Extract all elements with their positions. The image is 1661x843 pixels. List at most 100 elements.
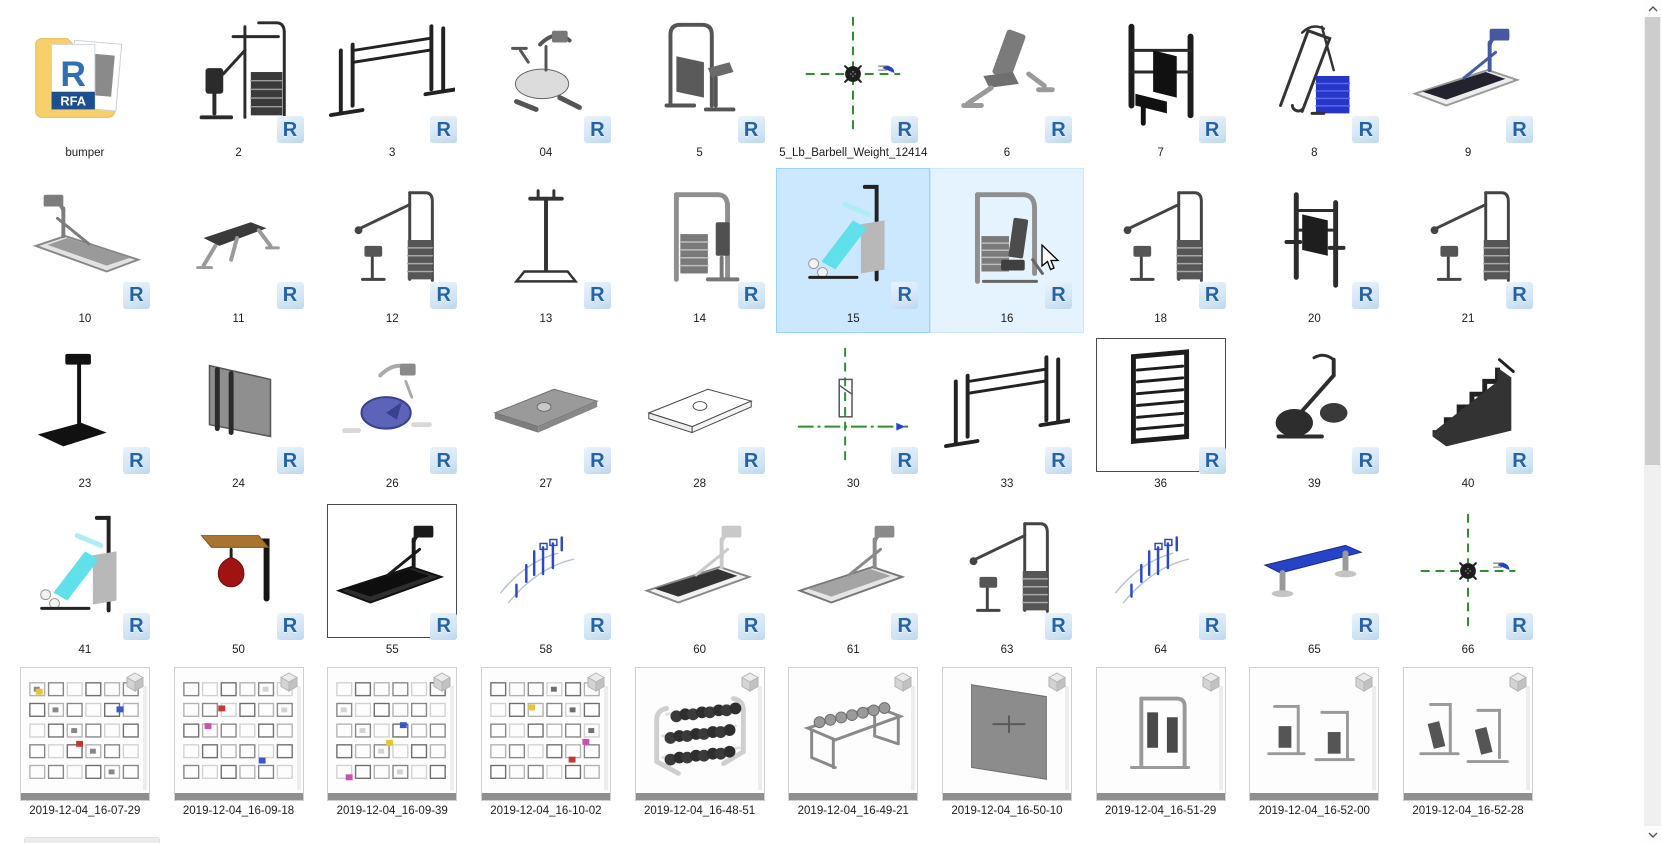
file-item[interactable]: R 5: [623, 2, 777, 168]
file-item[interactable]: R 23: [8, 333, 162, 499]
file-name-label: 33: [1000, 478, 1014, 490]
file-name-label: 5_Lb_Barbell_Weight_12414: [779, 147, 928, 159]
scroll-up-button[interactable]: [1644, 0, 1661, 17]
file-thumbnail-art: [1250, 174, 1378, 306]
file-item[interactable]: R 13: [469, 168, 623, 334]
file-item[interactable]: R 58: [469, 499, 623, 665]
revit-badge-icon: R: [276, 116, 304, 143]
file-item[interactable]: R 18: [1084, 168, 1238, 334]
file-item[interactable]: R 7: [1084, 2, 1238, 168]
file-thumbnail-art: [789, 8, 917, 140]
file-thumbnail: [1095, 667, 1226, 801]
file-name-label: 2019-12-04_16-49-21: [797, 805, 909, 817]
file-item[interactable]: R 8: [1238, 2, 1392, 168]
file-name-label: 20: [1307, 312, 1321, 325]
file-thumbnail-art: [1097, 174, 1225, 306]
file-item[interactable]: 2019-12-04_16-52-28: [1391, 664, 1545, 830]
file-thumbnail-art: [21, 339, 149, 471]
file-item[interactable]: 2019-12-04_16-49-21: [776, 664, 930, 830]
file-item[interactable]: R 60: [623, 499, 777, 665]
file-item[interactable]: R 5_Lb_Barbell_Weight_12414: [776, 2, 930, 168]
file-item[interactable]: R 15: [776, 167, 931, 333]
partial-next-row-item[interactable]: [24, 837, 160, 843]
file-thumbnail-art: [328, 668, 456, 800]
file-thumbnail-art: [175, 668, 303, 800]
file-name-label: 30: [846, 478, 860, 490]
file-item[interactable]: R 9: [1391, 2, 1545, 168]
file-item[interactable]: R 66: [1391, 499, 1545, 665]
file-name-label: 2019-12-04_16-07-29: [29, 805, 141, 817]
file-item[interactable]: R 33: [930, 333, 1084, 499]
file-thumbnail: [788, 667, 919, 801]
vertical-scrollbar[interactable]: [1644, 0, 1661, 843]
file-item[interactable]: 2019-12-04_16-09-39: [315, 664, 469, 830]
svg-text:RFA: RFA: [60, 94, 86, 109]
file-name-label: 23: [78, 478, 92, 490]
file-thumbnail: R: [633, 171, 767, 309]
chevron-up-icon: [1648, 5, 1657, 11]
file-item[interactable]: R 20: [1238, 168, 1392, 334]
file-item[interactable]: R 27: [469, 333, 623, 499]
file-name-label: 9: [1464, 147, 1472, 159]
file-item[interactable]: R 16: [930, 167, 1084, 333]
file-thumbnail-art: [636, 505, 764, 637]
file-item[interactable]: R 63: [930, 499, 1084, 665]
file-item[interactable]: R 36: [1084, 333, 1238, 499]
file-thumbnail-art: [482, 668, 610, 800]
file-item[interactable]: R 14: [623, 168, 777, 334]
file-item[interactable]: R 64: [1084, 499, 1238, 665]
file-item[interactable]: R 11: [162, 168, 316, 334]
file-item[interactable]: R 24: [162, 333, 316, 499]
scrollbar-thumb[interactable]: [1645, 17, 1660, 465]
scroll-down-button[interactable]: [1644, 826, 1661, 843]
revit-badge-icon: R: [430, 612, 458, 640]
revit-badge-icon: R: [1044, 281, 1072, 309]
file-thumbnail-art: [328, 8, 456, 140]
file-item[interactable]: R 2: [162, 2, 316, 168]
file-item[interactable]: 2019-12-04_16-50-10: [930, 664, 1084, 830]
revit-badge-icon: R: [122, 447, 150, 474]
file-thumbnail: R: [1401, 336, 1535, 474]
file-item[interactable]: R 28: [623, 333, 777, 499]
file-item[interactable]: R 21: [1391, 168, 1545, 334]
file-item[interactable]: R 26: [315, 333, 469, 499]
file-grid: R RFA bumper R: [8, 0, 1548, 830]
file-thumbnail: [173, 667, 304, 801]
file-item[interactable]: R 55: [315, 499, 469, 665]
file-item[interactable]: 2019-12-04_16-10-02: [469, 664, 623, 830]
file-thumbnail-art: [1250, 339, 1378, 471]
file-item[interactable]: R 50: [162, 499, 316, 665]
file-item[interactable]: R 41: [8, 499, 162, 665]
file-item[interactable]: R 3: [315, 2, 469, 168]
file-thumbnail: R: [786, 502, 920, 640]
file-name-label: 11: [232, 312, 245, 325]
file-item[interactable]: 2019-12-04_16-52-00: [1238, 664, 1392, 830]
file-item[interactable]: R 61: [776, 499, 930, 665]
file-item[interactable]: 2019-12-04_16-51-29: [1084, 664, 1238, 830]
revit-badge-icon: R: [1044, 447, 1072, 474]
revit-badge-icon: R: [1506, 447, 1534, 474]
file-thumbnail-art: [1404, 174, 1532, 306]
file-name-label: 10: [78, 312, 92, 325]
file-item[interactable]: 2019-12-04_16-48-51: [623, 664, 777, 830]
file-name-label: 2019-12-04_16-10-02: [490, 805, 602, 817]
file-thumbnail: R: [18, 336, 152, 474]
viewcube-icon: [1354, 672, 1374, 692]
file-item[interactable]: R 65: [1238, 499, 1392, 665]
file-item[interactable]: R 6: [930, 2, 1084, 168]
file-name-label: 58: [539, 643, 553, 656]
file-item[interactable]: R 12: [315, 168, 469, 334]
file-item[interactable]: R 39: [1238, 333, 1392, 499]
file-item[interactable]: R 30: [776, 333, 930, 499]
file-item[interactable]: R RFA bumper: [8, 2, 162, 168]
file-item[interactable]: 2019-12-04_16-07-29: [8, 664, 162, 830]
revit-badge-icon: R: [737, 116, 765, 143]
file-item[interactable]: 2019-12-04_16-09-18: [162, 664, 316, 830]
file-item[interactable]: R 40: [1391, 333, 1545, 499]
file-name-label: 6: [1003, 147, 1011, 159]
file-item[interactable]: R 04: [469, 2, 623, 168]
file-thumbnail: R: [1094, 171, 1228, 309]
file-item[interactable]: R 10: [8, 168, 162, 334]
file-thumbnail: R: [479, 5, 613, 143]
revit-badge-icon: R: [1352, 281, 1380, 309]
